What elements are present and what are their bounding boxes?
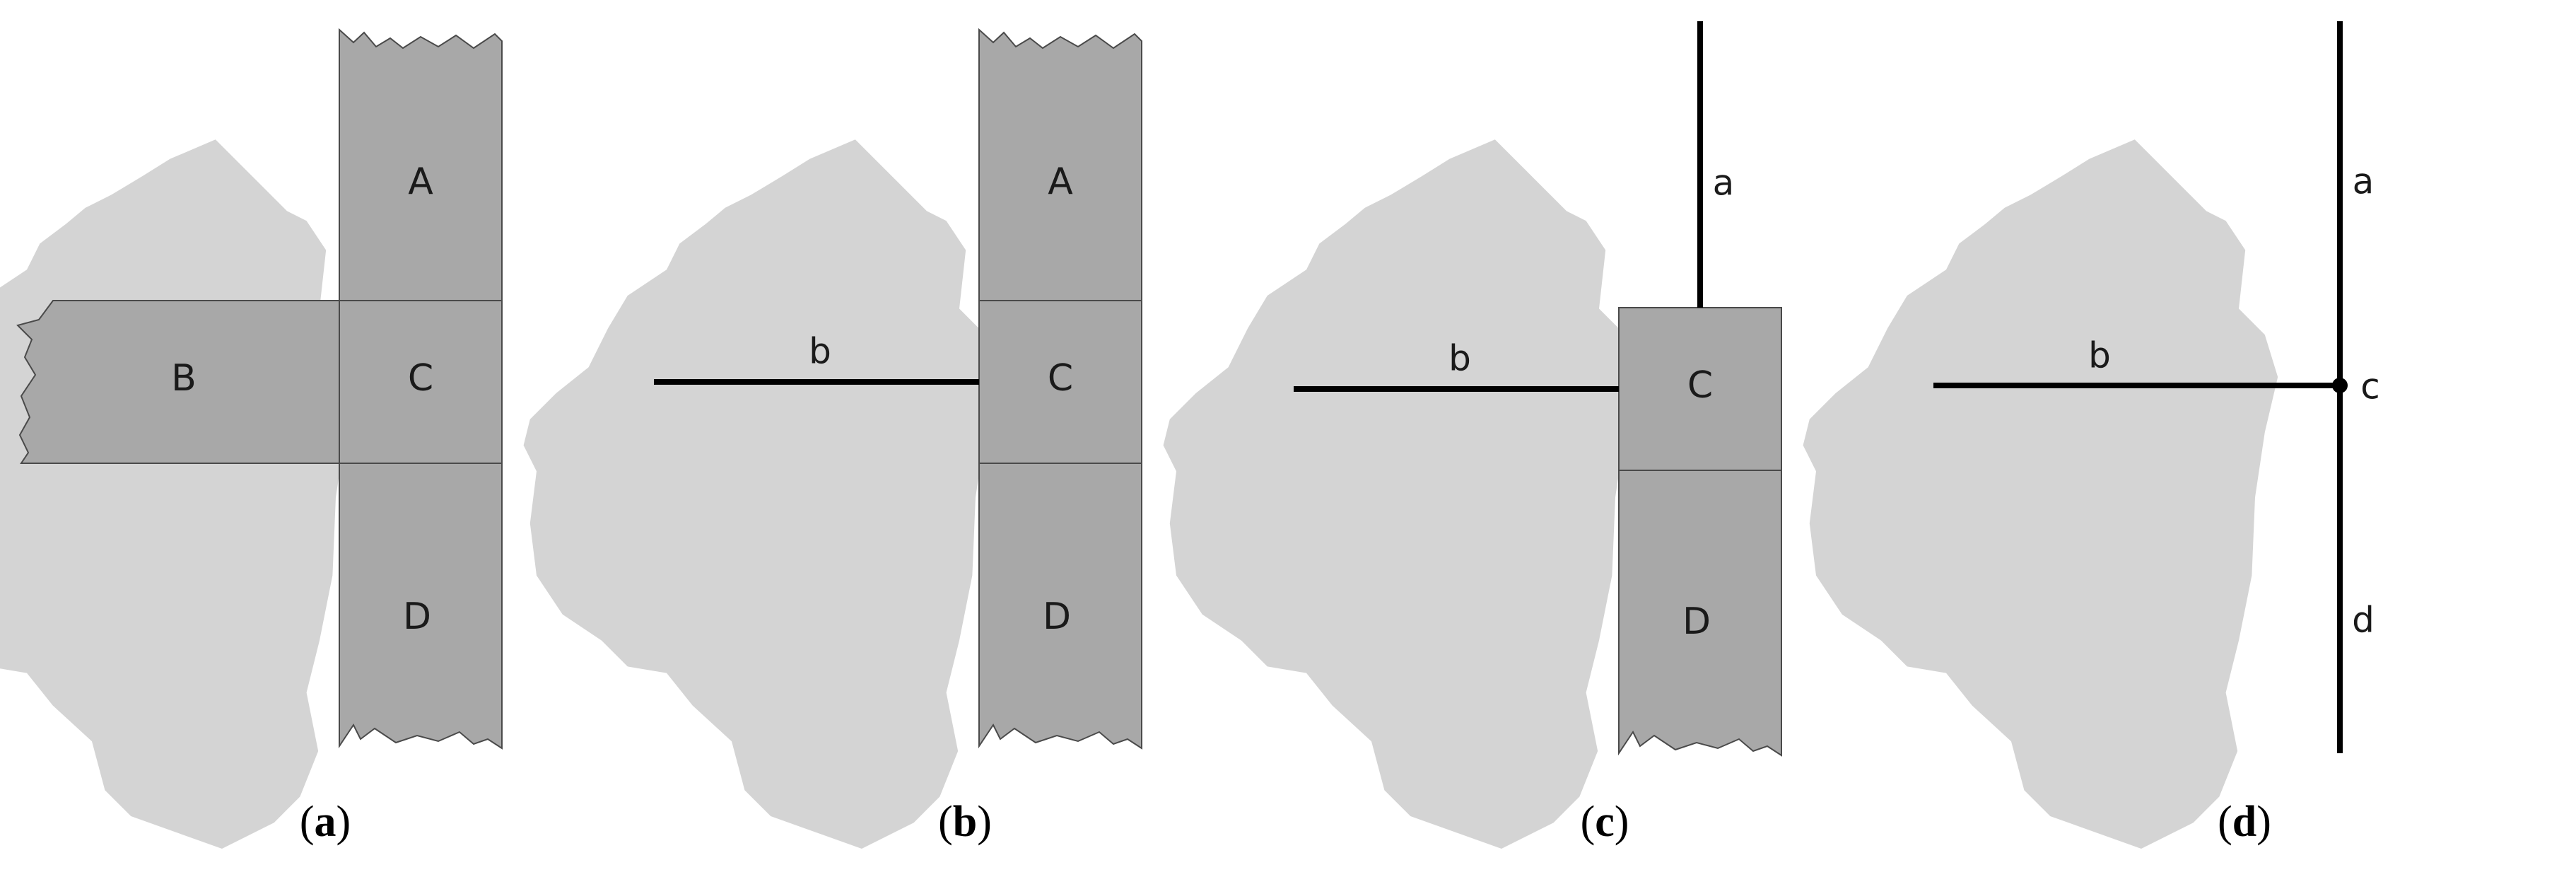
caption-b: (b)	[938, 798, 992, 846]
region-a	[339, 28, 503, 301]
region-c	[339, 300, 503, 464]
territory-blob	[0, 139, 359, 849]
territory-blob	[523, 139, 999, 849]
node-label-c: c	[2360, 366, 2380, 407]
edge-label-b: b	[1448, 338, 1471, 379]
territory-blob	[1163, 139, 1639, 849]
region-label-a: A	[1048, 161, 1073, 203]
edge-label-d: d	[2352, 600, 2375, 641]
region-label-d: D	[1682, 600, 1711, 643]
region-a	[978, 28, 1142, 301]
panel-d: a b c d (d)	[1803, 21, 2380, 849]
edge-label-a: a	[1713, 163, 1735, 204]
region-c	[978, 300, 1142, 464]
edge-label-b: b	[809, 331, 831, 372]
territory-blob	[1803, 139, 2278, 849]
caption-d: (d)	[2218, 798, 2271, 846]
region-label-c: C	[1687, 364, 1713, 407]
region-label-d: D	[1043, 596, 1071, 638]
region-d	[339, 463, 503, 750]
region-b	[16, 300, 340, 464]
region-label-d: D	[403, 596, 431, 638]
panel-c: a b C D (c)	[1163, 21, 1782, 849]
region-label-a: A	[408, 161, 433, 203]
region-label-b: B	[171, 357, 197, 400]
edge-label-b: b	[2088, 335, 2111, 376]
panel-a: A B C D (a)	[0, 28, 503, 849]
panel-b: b A C D (b)	[523, 28, 1142, 849]
region-label-c: C	[408, 357, 433, 400]
caption-a: (a)	[300, 798, 351, 846]
region-d	[1618, 470, 1782, 757]
caption-c: (c)	[1581, 798, 1629, 846]
edge-label-a: a	[2353, 161, 2375, 202]
region-d	[978, 463, 1142, 750]
region-c	[1618, 307, 1782, 471]
node-c	[2332, 378, 2348, 393]
region-label-c: C	[1048, 357, 1073, 400]
